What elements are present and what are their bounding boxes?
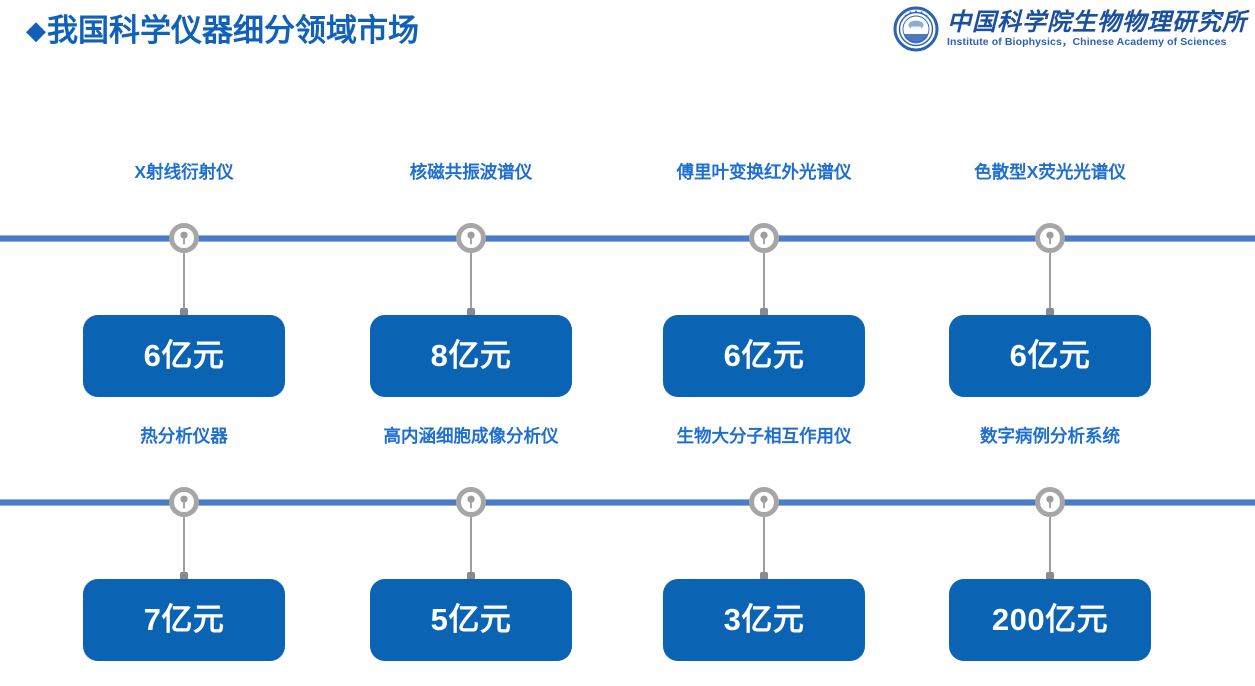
- node-stem: [1049, 502, 1051, 579]
- node-label: 色散型X荧光光谱仪: [974, 162, 1126, 182]
- institute-seal-emblem-icon: [893, 6, 939, 52]
- institute-name-cn: 中国科学院生物物理研究所: [947, 9, 1247, 36]
- timeline-node[interactable]: 生物大分子相互作用仪 3亿元: [634, 424, 894, 661]
- node-label: 核磁共振波谱仪: [409, 162, 533, 182]
- timeline-node[interactable]: 核磁共振波谱仪 8亿元: [341, 160, 601, 397]
- value-text: 200亿元: [991, 602, 1109, 637]
- timeline-node[interactable]: 高内涵细胞成像分析仪 5亿元: [341, 424, 601, 661]
- node-stem: [763, 238, 765, 315]
- institute-logo: 中国科学院生物物理研究所 Institute of Biophysics，Chi…: [893, 6, 1247, 52]
- value-text: 5亿元: [430, 602, 512, 637]
- institute-logo-text: 中国科学院生物物理研究所 Institute of Biophysics，Chi…: [947, 10, 1247, 49]
- value-box[interactable]: 3亿元: [663, 579, 865, 661]
- node-stem-nub: [760, 308, 768, 316]
- value-text: 6亿元: [723, 338, 805, 373]
- timeline-row-1: X射线衍射仪 6亿元 核磁共振波谱仪: [0, 160, 1255, 397]
- node-label: X射线衍射仪: [134, 162, 234, 182]
- node-stem-nub: [760, 572, 768, 580]
- map-pin-marker-icon[interactable]: [456, 487, 486, 517]
- node-label: 数字病例分析系统: [980, 426, 1120, 446]
- value-text: 6亿元: [143, 338, 225, 373]
- timeline-node[interactable]: 热分析仪器 7亿元: [54, 424, 314, 661]
- timeline-node[interactable]: 数字病例分析系统 200亿元: [920, 424, 1180, 661]
- map-pin-marker-icon[interactable]: [749, 223, 779, 253]
- map-pin-marker-icon[interactable]: [169, 223, 199, 253]
- value-text: 8亿元: [430, 338, 512, 373]
- node-stem: [470, 502, 472, 579]
- value-box[interactable]: 8亿元: [370, 315, 572, 397]
- page-title: ◆我国科学仪器细分领域市场: [26, 8, 419, 53]
- value-text: 7亿元: [143, 602, 225, 637]
- value-text: 6亿元: [1009, 338, 1091, 373]
- timeline-node[interactable]: X射线衍射仪 6亿元: [54, 160, 314, 397]
- timeline-node[interactable]: 色散型X荧光光谱仪 6亿元: [920, 160, 1180, 397]
- node-label: 高内涵细胞成像分析仪: [383, 426, 559, 446]
- node-stem-nub: [180, 572, 188, 580]
- map-pin-marker-icon[interactable]: [456, 223, 486, 253]
- node-stem-nub: [1046, 572, 1054, 580]
- node-stem-nub: [467, 308, 475, 316]
- map-pin-marker-icon[interactable]: [1035, 487, 1065, 517]
- timeline-axis-line-2: [0, 500, 1255, 505]
- map-pin-marker-icon[interactable]: [749, 487, 779, 517]
- value-box[interactable]: 6亿元: [663, 315, 865, 397]
- page-title-text: 我国科学仪器细分领域市场: [47, 13, 419, 48]
- value-box[interactable]: 5亿元: [370, 579, 572, 661]
- map-pin-marker-icon[interactable]: [1035, 223, 1065, 253]
- node-stem-nub: [467, 572, 475, 580]
- node-label: 傅里叶变换红外光谱仪: [676, 162, 852, 182]
- timeline-row-2: 热分析仪器 7亿元 高内涵细胞成像分析仪: [0, 424, 1255, 661]
- node-stem: [183, 502, 185, 579]
- node-stem-nub: [1046, 308, 1054, 316]
- map-pin-marker-icon[interactable]: [169, 487, 199, 517]
- node-stem: [183, 238, 185, 315]
- node-label: 热分析仪器: [140, 426, 228, 446]
- value-box[interactable]: 6亿元: [949, 315, 1151, 397]
- institute-name-en: Institute of Biophysics，Chinese Academy …: [947, 35, 1227, 48]
- node-label: 生物大分子相互作用仪: [676, 426, 852, 446]
- node-stem: [763, 502, 765, 579]
- value-box[interactable]: 200亿元: [949, 579, 1151, 661]
- node-stem: [470, 238, 472, 315]
- value-box[interactable]: 7亿元: [83, 579, 285, 661]
- timeline-node[interactable]: 傅里叶变换红外光谱仪 6亿元: [634, 160, 894, 397]
- value-box[interactable]: 6亿元: [83, 315, 285, 397]
- diamond-bullet-icon: ◆: [26, 15, 46, 45]
- value-text: 3亿元: [723, 602, 805, 637]
- node-stem-nub: [180, 308, 188, 316]
- node-stem: [1049, 238, 1051, 315]
- timeline-axis-line-1: [0, 236, 1255, 241]
